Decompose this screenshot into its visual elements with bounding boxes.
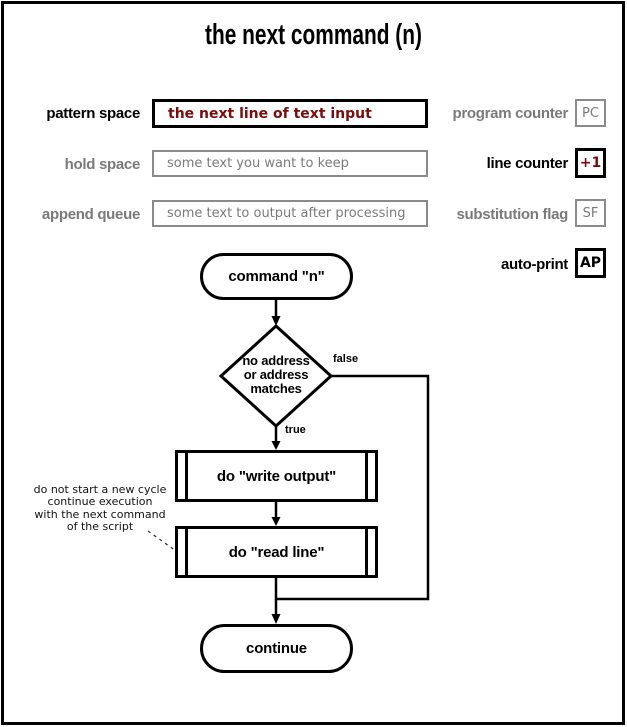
hold-space-value: some text you want to keep bbox=[167, 156, 349, 171]
pattern-space-box: the next line of text input bbox=[152, 99, 428, 128]
decision-text: no address or address matches bbox=[216, 354, 336, 396]
auto-print-box: AP bbox=[575, 248, 606, 278]
note-pointer-line bbox=[147, 530, 177, 552]
append-queue-label: append queue bbox=[41, 206, 140, 223]
end-node: continue bbox=[200, 624, 353, 673]
substitution-flag-label: substitution flag bbox=[456, 206, 568, 223]
true-branch-label: true bbox=[285, 424, 306, 436]
hold-space-label: hold space bbox=[64, 156, 141, 173]
pattern-space-label: pattern space bbox=[46, 105, 140, 122]
read-line-node: do "read line" bbox=[175, 526, 378, 578]
program-counter-label: program counter bbox=[452, 105, 568, 122]
line-counter-box: +1 bbox=[575, 148, 606, 178]
auto-print-label: auto-print bbox=[501, 256, 568, 273]
decision-line-3: matches bbox=[250, 381, 302, 396]
decision-line-2: or address bbox=[243, 367, 309, 382]
start-node: command "n" bbox=[200, 253, 353, 300]
note-line-3: with the next command bbox=[34, 507, 166, 521]
substitution-flag-box: SF bbox=[575, 199, 606, 227]
append-queue-box: some text to output after processing bbox=[152, 200, 428, 227]
note-line-2: continue execution bbox=[47, 495, 153, 509]
program-counter-box: PC bbox=[575, 99, 606, 127]
page-title: the next command (n) bbox=[205, 19, 422, 51]
annotation-note: do not start a new cycle continue execut… bbox=[20, 483, 180, 534]
decision-line-1: no address bbox=[242, 353, 310, 368]
note-line-4: of the script bbox=[66, 520, 134, 534]
false-branch-label: false bbox=[333, 353, 359, 365]
line-counter-label: line counter bbox=[486, 155, 569, 172]
append-queue-value: some text to output after processing bbox=[167, 206, 406, 221]
hold-space-box: some text you want to keep bbox=[152, 150, 428, 177]
write-output-node: do "write output" bbox=[175, 450, 378, 502]
note-line-1: do not start a new cycle bbox=[33, 483, 167, 496]
pattern-space-value: the next line of text input bbox=[168, 105, 372, 122]
